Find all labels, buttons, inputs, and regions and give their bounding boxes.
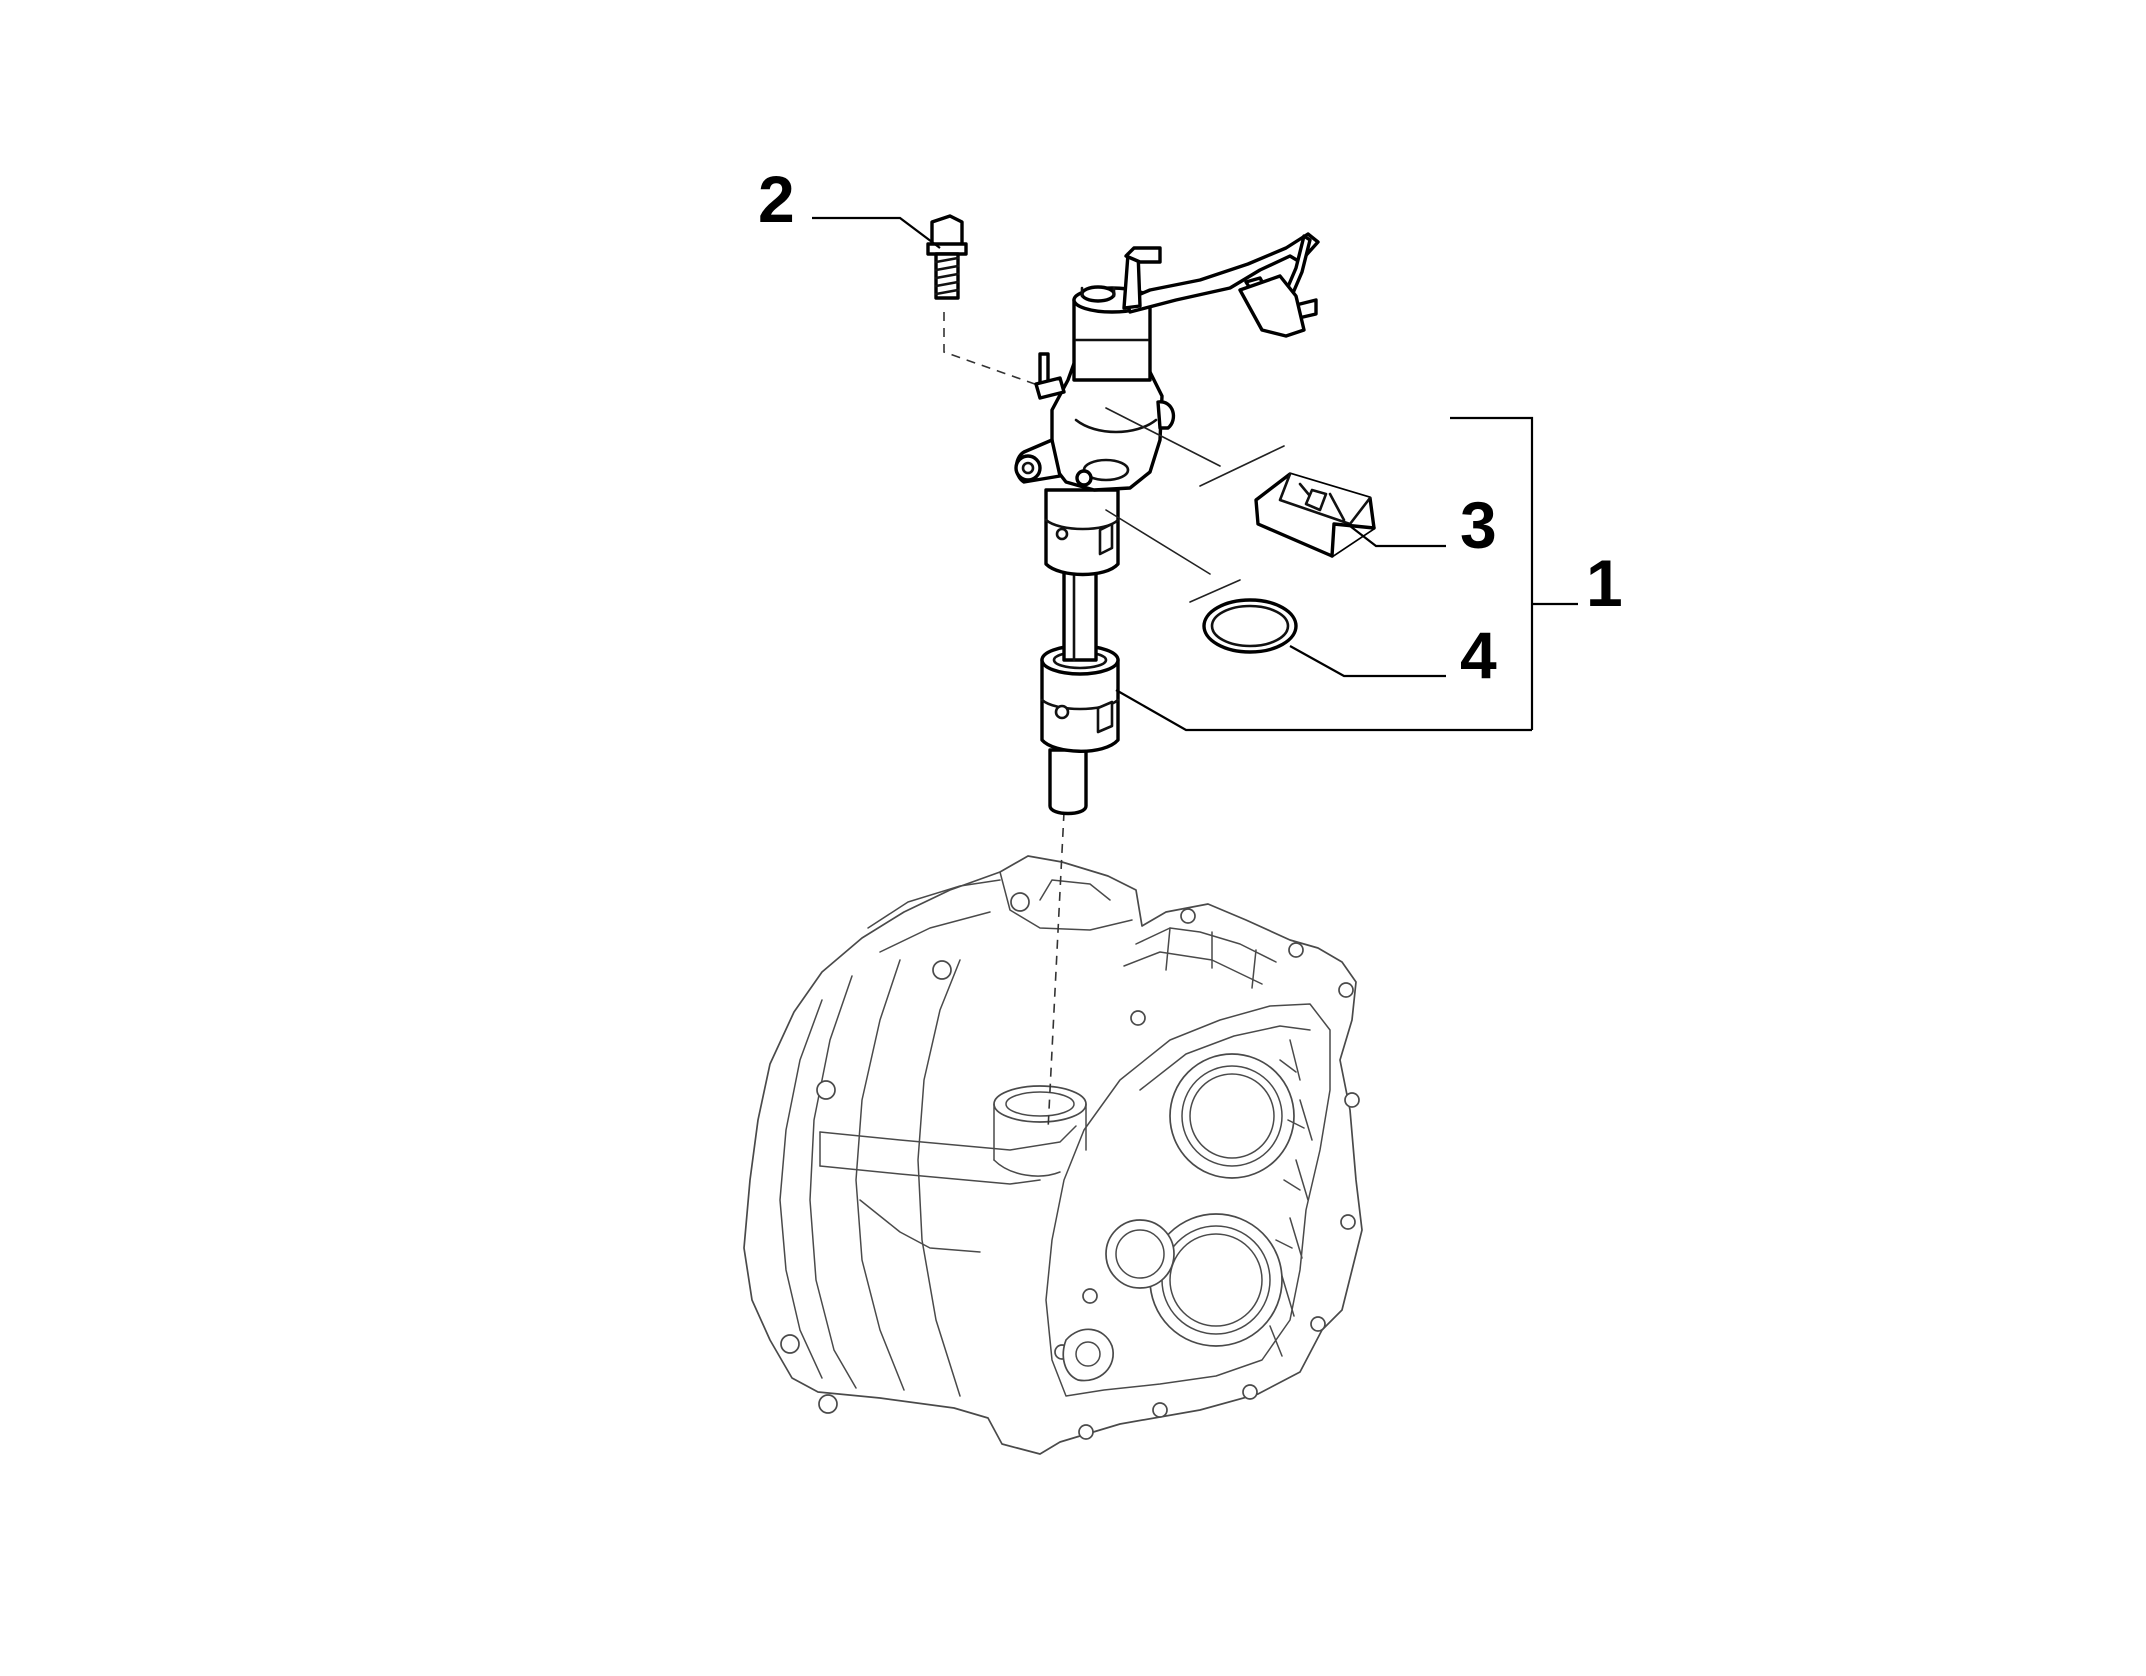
callout-labels: 2 3 1 4 bbox=[758, 162, 1623, 692]
transmission-housing bbox=[743, 855, 1363, 1455]
callout-leaders bbox=[812, 216, 1578, 732]
callout-3: 3 bbox=[1460, 488, 1497, 562]
callout-1: 1 bbox=[1586, 546, 1623, 620]
callout-2: 2 bbox=[758, 162, 795, 236]
callout-4: 4 bbox=[1460, 618, 1497, 692]
selector-shaft-assembly bbox=[1014, 232, 1320, 816]
o-ring bbox=[1202, 598, 1298, 654]
detent-clip bbox=[1254, 472, 1376, 558]
bolt bbox=[926, 214, 968, 300]
